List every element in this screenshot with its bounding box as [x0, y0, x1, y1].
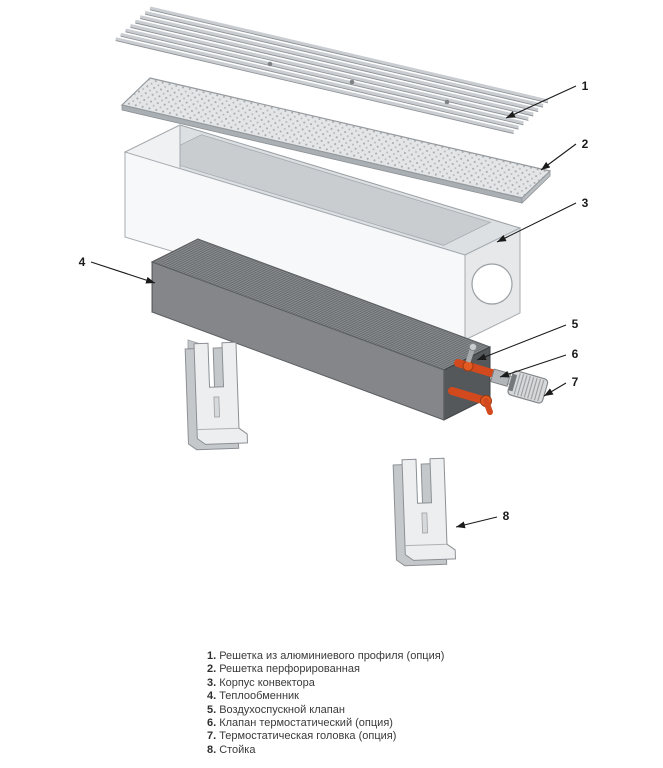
- callout-label-5: 5: [572, 317, 579, 331]
- aluminium-profile-grille: [115, 6, 549, 135]
- callout-line-7: [543, 382, 567, 397]
- legend-item: 6.Клапан термостатический (опция): [207, 717, 537, 730]
- legend-item-text: Стойка: [219, 743, 256, 756]
- legend-item: 1.Решетка из алюминиевого профиля (опция…: [207, 650, 537, 663]
- callout-label-3: 3: [582, 196, 589, 210]
- legend-item-number: 4.: [207, 690, 217, 703]
- perforated-grille: [120, 77, 552, 204]
- legend-item: 4.Теплообменник: [207, 690, 537, 703]
- legend-item-text: Решетка перфорированная: [219, 663, 360, 676]
- callout-label-6: 6: [572, 347, 579, 361]
- legend-item-number: 1.: [207, 650, 217, 662]
- callout-label-2: 2: [582, 137, 589, 151]
- callout-labels: 1 2 3 4 5 6 7 8: [79, 79, 589, 523]
- callout-line-4: [90, 261, 156, 284]
- pipe-tee: [462, 360, 474, 372]
- callout-lines: [90, 85, 577, 529]
- legend-item-number: 6.: [207, 717, 217, 730]
- legend-item: 5.Воздухоспускной клапан: [207, 704, 537, 717]
- callout-line-3: [496, 202, 577, 243]
- legend-item-number: 5.: [207, 703, 217, 716]
- callout-label-4: 4: [79, 255, 86, 269]
- legend-item-text: Термостатическая головка (опция): [219, 730, 397, 743]
- callout-label-8: 8: [503, 509, 510, 523]
- legend-item: 8.Стойка: [207, 744, 537, 757]
- legend-item-text: Воздухоспускной клапан: [219, 703, 345, 716]
- callout-line-2: [540, 143, 577, 171]
- legend-item-number: 2.: [207, 663, 217, 676]
- callout-label-7: 7: [572, 375, 579, 389]
- callout-line-8: [455, 516, 498, 529]
- thermostatic-head: [507, 370, 549, 404]
- legend-item-text: Клапан термостатический (опция): [219, 717, 393, 730]
- legend-item: 2.Решетка перфорированная: [207, 663, 537, 676]
- legend: 1.Решетка из алюминиевого профиля (опция…: [207, 650, 537, 757]
- legend-item-text: Теплообменник: [219, 690, 299, 703]
- legend-item-number: 8.: [207, 743, 217, 756]
- body-pipe-hole: [471, 263, 513, 305]
- legend-item: 3.Корпус конвектора: [207, 677, 537, 690]
- legend-item-number: 3.: [207, 676, 217, 689]
- legend-item: 7.Термостатическая головка (опция): [207, 730, 537, 743]
- legend-item-number: 7.: [207, 730, 217, 743]
- callout-label-1: 1: [582, 79, 589, 93]
- air-vent-valve: [465, 342, 478, 363]
- bracket-stand-left: [184, 341, 249, 451]
- diagram-canvas: 1 2 3 4 5 6 7 8: [79, 6, 589, 567]
- callout-line-5: [476, 324, 567, 361]
- callout-line-6: [499, 354, 567, 378]
- callout-line-1: [505, 85, 577, 119]
- grille-screws-icon: [267, 61, 450, 105]
- legend-item-text: Решетка из алюминиевого профиля (опция): [219, 650, 445, 662]
- bracket-stand-right: [392, 457, 457, 567]
- legend-item-text: Корпус конвектора: [219, 676, 315, 689]
- convector-body: [123, 124, 522, 352]
